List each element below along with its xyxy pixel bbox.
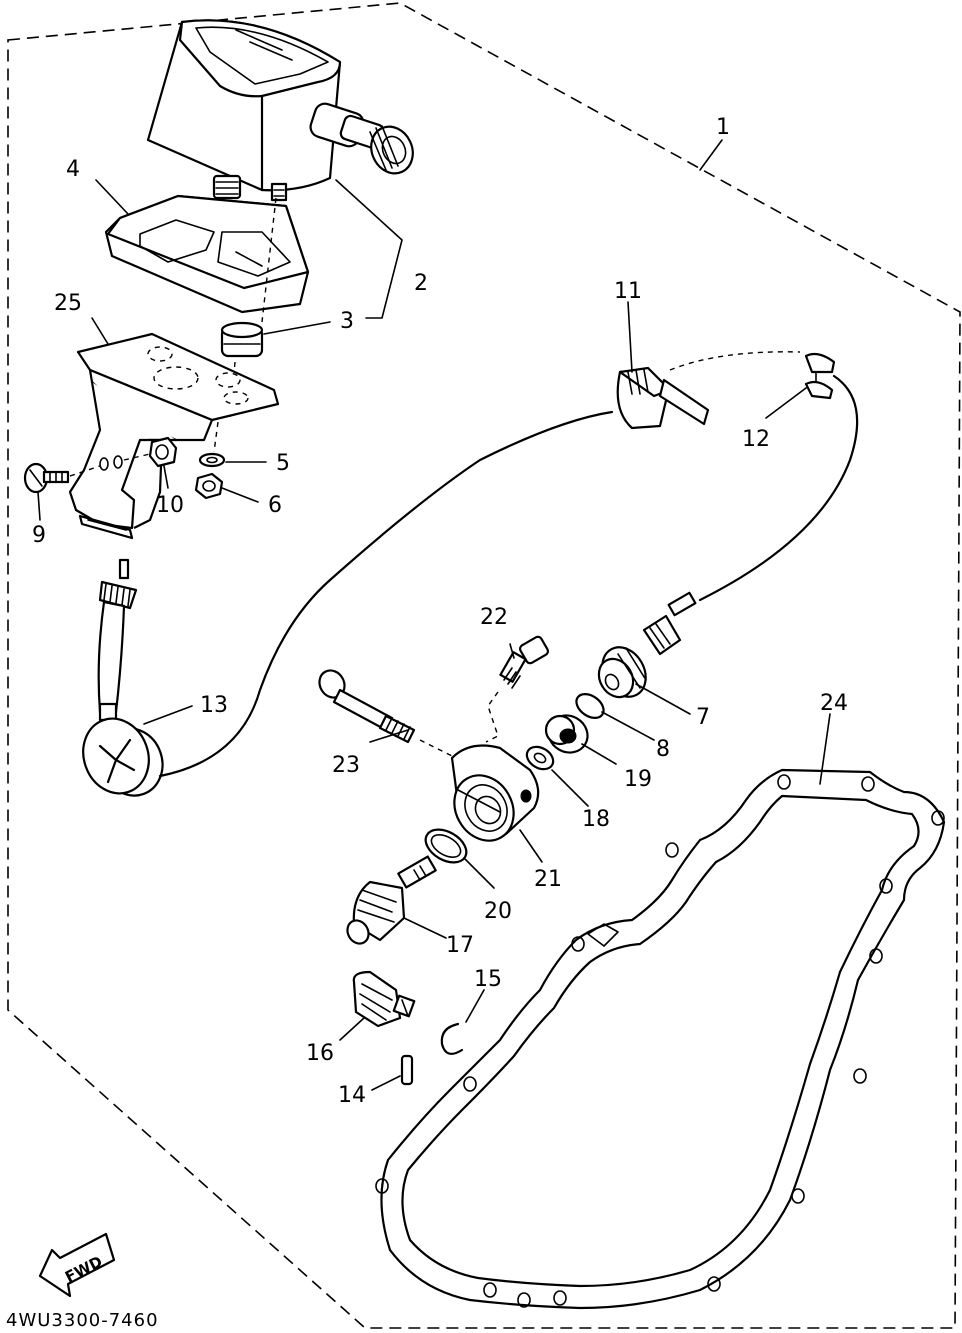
pin-14 xyxy=(400,1054,414,1086)
washer-18 xyxy=(525,745,555,771)
callout-19: 19 xyxy=(624,767,652,792)
callout-13: 13 xyxy=(200,693,228,718)
callout-24: 24 xyxy=(820,691,848,716)
meter-damper xyxy=(104,194,310,314)
callout-16: 16 xyxy=(306,1041,334,1066)
meter-cable-end xyxy=(97,558,138,722)
callout-3: 3 xyxy=(340,309,354,334)
callout-23: 23 xyxy=(332,753,360,778)
callout-4: 4 xyxy=(66,157,80,182)
crankcase-gasket xyxy=(380,768,946,1310)
gear-housing-21 xyxy=(450,744,540,842)
callout-5: 5 xyxy=(276,451,290,476)
cable-clamp-11 xyxy=(616,366,710,430)
tachometer-cable xyxy=(698,374,859,602)
callout-9: 9 xyxy=(32,523,46,548)
guide-line xyxy=(123,453,151,461)
callout-8: 8 xyxy=(656,737,670,762)
callout-20: 20 xyxy=(484,899,512,924)
fwd-arrow: FWD xyxy=(38,1232,116,1298)
assembly-boundary xyxy=(7,2,961,1329)
callout-labels: 1 2 3 4 5 6 7 8 9 10 11 12 13 14 15 16 1… xyxy=(32,115,848,1108)
bearing-19 xyxy=(544,714,589,754)
guide-line xyxy=(261,197,277,323)
callout-22: 22 xyxy=(480,605,508,630)
callout-18: 18 xyxy=(582,807,610,832)
speedometer-meter xyxy=(146,19,414,202)
nut-10 xyxy=(148,436,178,468)
diagram-code: 4WU3300-7460 xyxy=(6,1310,159,1331)
crankcase-gasket-inner xyxy=(401,794,920,1288)
callout-1: 1 xyxy=(716,115,730,140)
drive-gear-17 xyxy=(346,855,437,945)
cable-grommet-13 xyxy=(82,717,164,797)
nut-6 xyxy=(194,472,224,500)
bolt-22 xyxy=(499,635,550,689)
callout-21: 21 xyxy=(534,867,562,892)
callout-6: 6 xyxy=(268,493,282,518)
callout-12: 12 xyxy=(742,427,770,452)
callout-14: 14 xyxy=(338,1083,366,1108)
speedometer-cable xyxy=(158,410,614,778)
guide-line xyxy=(213,421,219,453)
callout-11: 11 xyxy=(614,279,642,304)
cable-clip-12 xyxy=(804,352,836,400)
gasket-bolt-holes xyxy=(375,774,945,1308)
o-ring-8 xyxy=(575,693,605,719)
o-ring-20 xyxy=(424,828,468,864)
callout-10: 10 xyxy=(156,493,184,518)
grommet xyxy=(220,321,264,358)
callout-7: 7 xyxy=(696,705,710,730)
bolt-9 xyxy=(23,462,70,494)
callout-17: 17 xyxy=(446,933,474,958)
callout-15: 15 xyxy=(474,967,502,992)
driven-gear-16 xyxy=(352,970,416,1028)
cable-fitting-7 xyxy=(597,591,697,699)
callout-2: 2 xyxy=(414,271,428,296)
bolt-23 xyxy=(318,669,416,744)
circlip-15 xyxy=(440,1022,464,1055)
callout-25: 25 xyxy=(54,291,82,316)
washer-5 xyxy=(198,452,226,468)
leader-lines xyxy=(37,139,831,1091)
